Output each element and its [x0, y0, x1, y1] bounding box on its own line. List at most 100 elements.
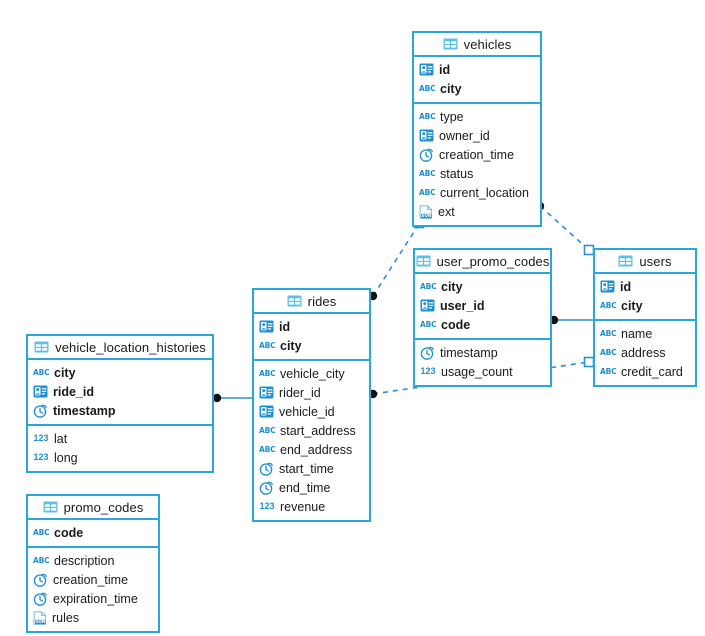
field-row[interactable]: ABC vehicle_city [254, 364, 369, 383]
field-row-pk[interactable]: timestamp [28, 401, 212, 420]
field-label: city [441, 279, 463, 294]
svg-text:JSON: JSON [33, 619, 46, 624]
field-row[interactable]: vehicle_id [254, 402, 369, 421]
field-row[interactable]: creation_time [414, 145, 540, 164]
clock-icon [259, 462, 274, 476]
field-label: vehicle_id [279, 404, 335, 419]
entity-title: vehicle_location_histories [55, 339, 206, 355]
abc-icon: ABC [600, 328, 617, 338]
field-label: timestamp [440, 345, 498, 360]
field-label: lat [54, 431, 68, 446]
field-label: city [440, 81, 462, 96]
field-label: timestamp [53, 403, 116, 418]
relationship-upc-users [549, 315, 593, 325]
key-id-icon [259, 320, 274, 333]
field-row-pk[interactable]: user_id [415, 296, 550, 315]
field-label: credit_card [621, 364, 683, 379]
field-row[interactable]: expiration_time [28, 589, 158, 608]
abc-icon: ABC [420, 319, 437, 329]
field-label: creation_time [439, 147, 515, 162]
field-label: rules [52, 610, 80, 625]
field-row[interactable]: start_time [254, 459, 369, 478]
field-label: city [621, 298, 643, 313]
field-label: owner_id [439, 128, 490, 143]
entity-header-rides[interactable]: rides [254, 290, 369, 314]
key-id-icon [419, 63, 434, 76]
field-row[interactable]: JSON rules [28, 608, 158, 627]
relationship-vlh-rides [212, 393, 252, 403]
abc-icon: ABC [259, 368, 276, 378]
field-row-pk[interactable]: id [254, 317, 369, 336]
clock-icon [259, 481, 274, 495]
entity-header-vehicles[interactable]: vehicles [414, 33, 540, 57]
abc-icon: ABC [419, 187, 436, 197]
entity-header-vehicle_location_histories[interactable]: vehicle_location_histories [28, 336, 212, 360]
field-label: end_time [279, 480, 331, 495]
table-icon [34, 341, 49, 353]
field-label: vehicle_city [280, 366, 345, 381]
entity-header-user_promo_codes[interactable]: user_promo_codes [415, 250, 550, 274]
field-row-pk[interactable]: id [414, 60, 540, 79]
number-icon: 123 [420, 366, 436, 376]
key-id-icon [600, 280, 615, 293]
field-label: city [54, 365, 76, 380]
field-row-pk[interactable]: id [595, 277, 695, 296]
abc-icon: ABC [419, 168, 436, 178]
field-label: id [439, 62, 451, 77]
abc-icon: ABC [33, 527, 50, 537]
field-row[interactable]: rider_id [254, 383, 369, 402]
field-label: address [621, 345, 666, 360]
relationship-vehicles-users [535, 201, 595, 256]
field-label: type [440, 109, 464, 124]
field-row-pk[interactable]: ride_id [28, 382, 212, 401]
field-row[interactable]: creation_time [28, 570, 158, 589]
clock-icon [419, 148, 434, 162]
entity-header-promo_codes[interactable]: promo_codes [28, 496, 158, 520]
field-label: long [54, 450, 78, 465]
entity-header-users[interactable]: users [595, 250, 695, 274]
field-label: end_address [280, 442, 353, 457]
field-row[interactable]: owner_id [414, 126, 540, 145]
field-row[interactable]: timestamp [415, 343, 550, 362]
field-row[interactable]: end_time [254, 478, 369, 497]
entity-title: vehicles [463, 36, 512, 52]
key-id-icon [259, 386, 274, 399]
field-label: ride_id [53, 384, 94, 399]
field-label: user_id [440, 298, 485, 313]
abc-icon: ABC [33, 555, 50, 565]
